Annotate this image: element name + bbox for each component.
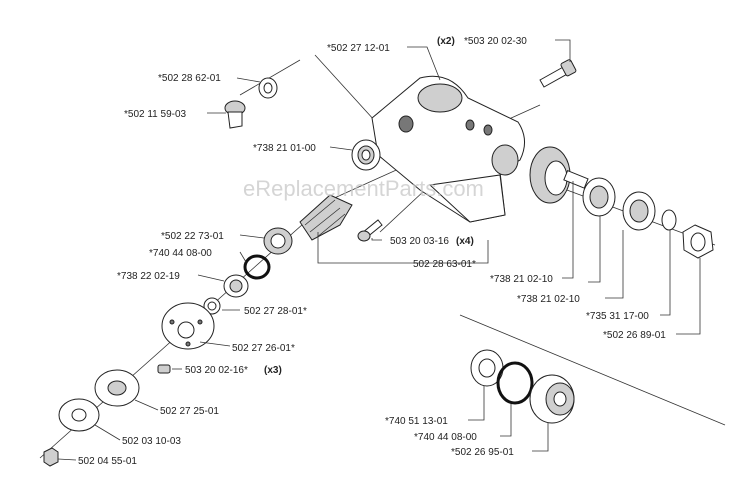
o-ring-lower	[496, 361, 534, 405]
label-p16: 502 27 26-01*	[232, 343, 295, 354]
label-p14: *502 26 89-01	[603, 330, 666, 341]
screw-top	[539, 59, 577, 88]
label-p17: 503 20 02-16*	[185, 365, 248, 376]
label-p3: *502 28 62-01	[158, 73, 221, 84]
bushing-lower	[529, 374, 575, 424]
label-p9-qty: (x4)	[456, 236, 474, 247]
washer-large	[58, 398, 100, 432]
label-p15: 502 27 28-01*	[244, 306, 307, 317]
bearing-lower	[223, 274, 249, 298]
label-p23: *502 26 95-01	[451, 447, 514, 458]
label-p22: *740 44 08-00	[414, 432, 477, 443]
nut	[43, 447, 59, 467]
plug	[224, 100, 246, 129]
label-p19: 502 03 10-03	[122, 436, 181, 447]
circlip-right	[661, 209, 677, 231]
bearing-right-2	[622, 191, 656, 231]
label-p10: 502 28 63-01*	[413, 259, 476, 270]
pinion-shaft	[299, 194, 353, 241]
label-p6: *502 22 73-01	[161, 231, 224, 242]
seal	[263, 227, 293, 255]
label-p20: 502 04 55-01	[78, 456, 137, 467]
label-p1: *502 27 12-01	[327, 43, 390, 54]
leader-lines	[57, 39, 701, 461]
screw-housing	[357, 219, 383, 242]
screw-flange	[157, 364, 171, 374]
bearing-upper	[351, 139, 381, 171]
label-p17-qty: (x3)	[264, 365, 282, 376]
part-labels: *502 27 12-01 (x2) *503 20 02-30 *502 28…	[78, 36, 666, 467]
label-p12: *738 21 02-10	[517, 294, 580, 305]
label-p18: 502 27 25-01	[160, 406, 219, 417]
bearing-right-1	[582, 177, 616, 217]
washer-small	[258, 77, 278, 99]
label-p2: *503 20 02-30	[464, 36, 527, 47]
gear-housing	[371, 75, 525, 223]
label-p11: *738 21 02-10	[490, 274, 553, 285]
label-p8: *738 22 02-19	[117, 271, 180, 282]
label-p21: *740 51 13-01	[385, 416, 448, 427]
label-p4: *502 11 59-03	[124, 109, 187, 120]
label-p13: *735 31 17-00	[586, 311, 649, 322]
label-p9: 503 20 03-16	[390, 236, 449, 247]
watermark: eReplacementParts.com	[243, 176, 484, 201]
bevel-gear	[529, 146, 589, 204]
ring-seal-lower	[470, 349, 504, 387]
spacer	[203, 297, 221, 315]
label-p2-qty: (x2)	[437, 36, 455, 47]
flange	[161, 302, 215, 350]
o-ring-left	[243, 254, 271, 280]
label-p7: *740 44 08-00	[149, 248, 212, 259]
support-cup	[94, 369, 140, 407]
label-p5: *738 21 01-00	[253, 143, 316, 154]
cover-plate-right	[682, 224, 714, 259]
